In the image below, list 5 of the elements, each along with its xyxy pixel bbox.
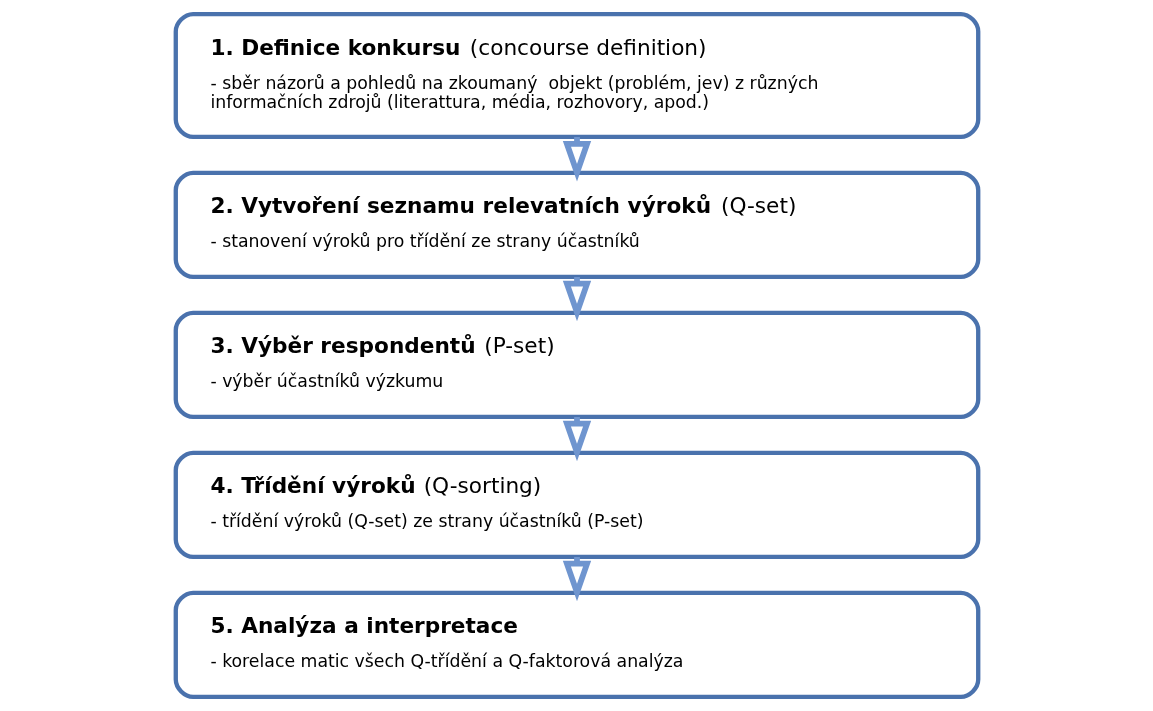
- node-box: 4. Třídění výroků (Q-sorting) - třídění výroků (Q-set) ze strany účastníků (P-set): [173, 450, 980, 559]
- node-box: 1. Definice konkursu (concourse definition) - sběr názorů a pohledů na zkoumaný objekt (problém, jev) z různých informačních zdrojů (literattura, média, rozhovory, apod.): [173, 12, 980, 139]
- node-box: 2. Vytvoření seznamu relevatních výroků (Q-set) - stanovení výroků pro třídění ze strany účastníků: [173, 170, 980, 279]
- node-box: 5. Analýza a interpretace - korelace matic všech Q-třídění a Q-faktorová analýza: [173, 590, 980, 699]
- node-box: 3. Výběr respondentů (P-set) - výběr účastníků výzkumu: [173, 310, 980, 419]
